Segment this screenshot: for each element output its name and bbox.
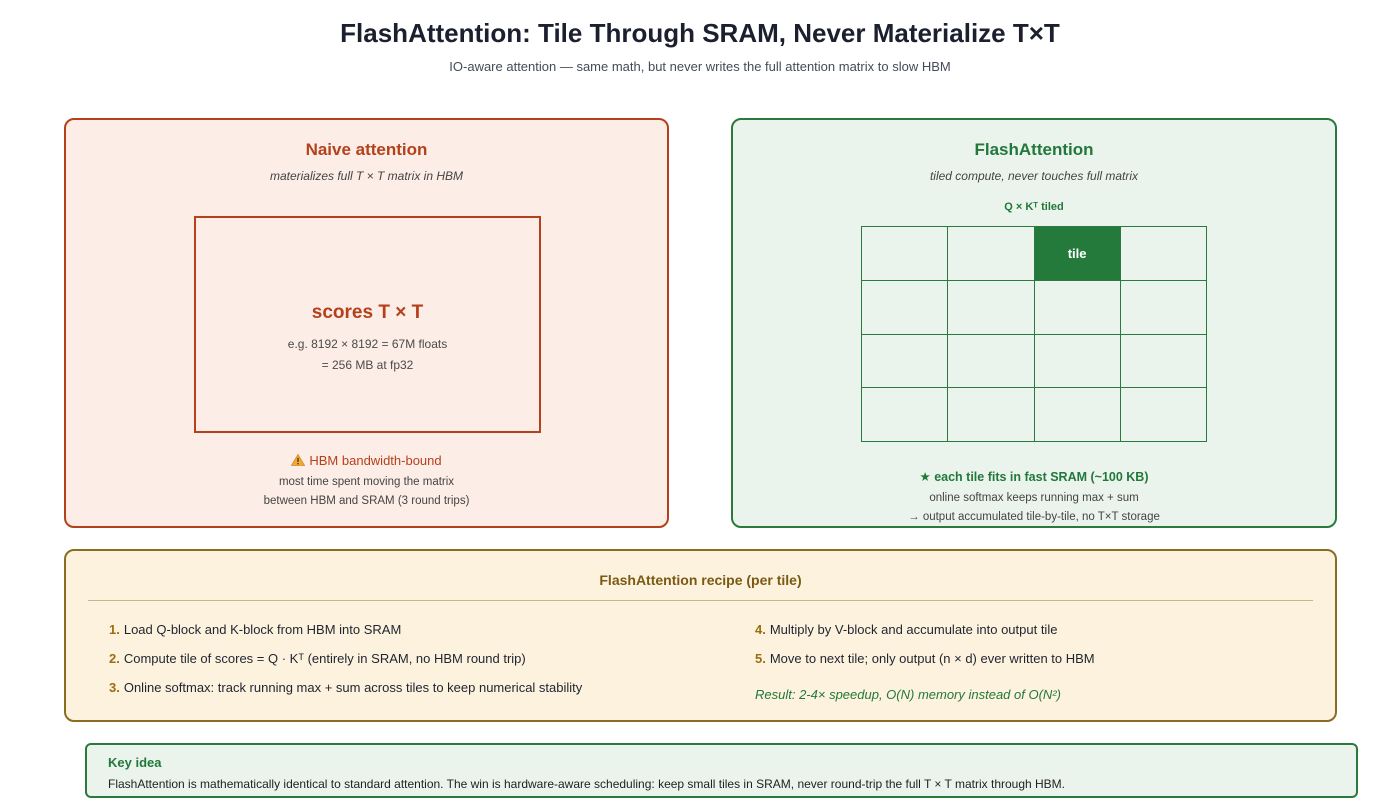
tile-cell	[862, 227, 949, 281]
bandwidth-warning: HBM bandwidth-bound	[66, 453, 667, 468]
naive-panel-title: Naive attention	[305, 140, 428, 159]
tile-cell	[1034, 334, 1121, 389]
tile-cell	[948, 227, 1035, 281]
tile-grid: tile	[861, 226, 1207, 442]
flashattention-panel: FlashAttention tiled compute, never touc…	[731, 118, 1337, 528]
sram-fit-note: ★ each tile fits in fast SRAM (~100 KB)	[919, 470, 1149, 484]
tile-cell	[948, 334, 1035, 389]
recipe-result: Result: 2-4× speedup, O(N) memory instea…	[755, 687, 1061, 702]
recipe-step: 3.Online softmax: track running max + su…	[109, 680, 583, 695]
warning-text: HBM bandwidth-bound	[309, 453, 442, 468]
recipe-title: FlashAttention recipe (per tile)	[599, 572, 802, 588]
tile-cell	[1120, 388, 1207, 442]
key-idea-box: Key idea FlashAttention is mathematicall…	[85, 743, 1358, 798]
recipe-step: 5.Move to next tile; only output (n × d)…	[755, 651, 1095, 666]
tile-cell	[948, 388, 1035, 442]
tile-cell	[1034, 388, 1121, 442]
naive-attention-panel: Naive attention materializes full T × T …	[64, 118, 669, 528]
key-idea-text: FlashAttention is mathematically identic…	[108, 777, 1066, 791]
tile-cell	[862, 280, 949, 335]
flash-note-line-1: online softmax keeps running max + sum	[929, 492, 1139, 504]
tile-cell	[1034, 280, 1121, 335]
recipe-step: 4.Multiply by V-block and accumulate int…	[755, 622, 1058, 637]
scores-matrix-label: scores T × T	[311, 302, 424, 323]
recipe-divider	[88, 600, 1313, 601]
page-subtitle: IO-aware attention — same math, but neve…	[449, 59, 951, 74]
flash-panel-subtitle: tiled compute, never touches full matrix	[929, 169, 1139, 183]
tile-cell	[948, 280, 1035, 335]
tile-grid-label: Q × Kᵀ tiled	[1004, 201, 1064, 213]
tile-cell	[862, 334, 949, 389]
recipe-step: 2.Compute tile of scores = Q · Kᵀ (entir…	[109, 651, 526, 666]
page-title: FlashAttention: Tile Through SRAM, Never…	[340, 18, 1060, 48]
tile-cell	[1120, 334, 1207, 389]
warning-icon	[291, 454, 306, 466]
recipe-panel: FlashAttention recipe (per tile) 1.Load …	[64, 549, 1337, 722]
tile-cell	[862, 388, 949, 442]
scores-matrix-box: scores T × T e.g. 8192 × 8192 = 67M floa…	[194, 216, 541, 433]
naive-note-line-2: between HBM and SRAM (3 round trips)	[263, 495, 470, 507]
active-tile: tile	[1034, 227, 1121, 281]
flash-panel-title: FlashAttention	[974, 140, 1094, 159]
key-idea-title: Key idea	[108, 755, 162, 770]
recipe-step: 1.Load Q-block and K-block from HBM into…	[109, 622, 402, 637]
flash-note-line-2: → output accumulated tile-by-tile, no T×…	[908, 511, 1160, 523]
tile-cell	[1120, 227, 1207, 281]
tile-cell	[1120, 280, 1207, 335]
naive-panel-subtitle: materializes full T × T matrix in HBM	[269, 169, 464, 183]
scores-size-line: e.g. 8192 × 8192 = 67M floats	[287, 337, 448, 351]
scores-memory-line: = 256 MB at fp32	[321, 358, 414, 372]
naive-note-line-1: most time spent moving the matrix	[278, 476, 455, 488]
